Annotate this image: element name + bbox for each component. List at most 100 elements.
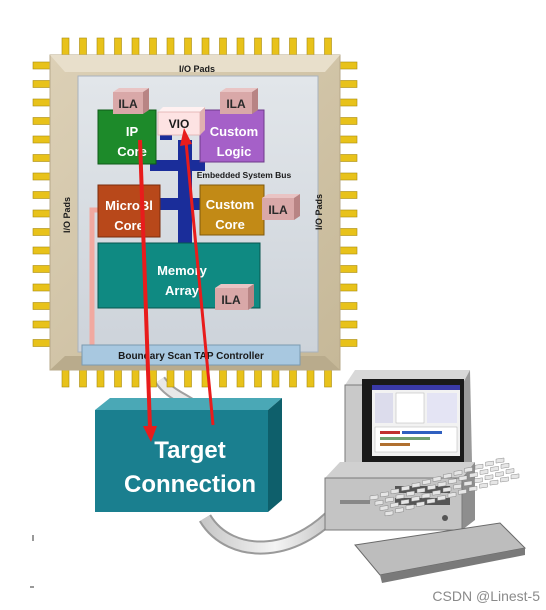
ip-core-label-line1: IP [126,124,139,139]
chip-pin [149,37,157,56]
microblaze-block [97,184,161,238]
chip-pin [96,37,105,56]
ila-label-custom-logic: ILA [226,97,246,111]
chip-pin [339,154,358,162]
chip-pin [184,369,192,388]
memory-array-label-line2: Array [165,283,200,298]
chip-pin [96,369,105,388]
chip-pin [32,209,51,218]
chip-pin [339,209,358,218]
chip-pin [61,37,70,56]
keyboard-key [432,489,441,496]
chip-pin [324,37,332,56]
keyboard-key [474,477,483,484]
keyboard-key [411,496,420,502]
keyboard-key [447,492,457,498]
keyboard-key [405,504,415,510]
tap-controller-label: Boundary Scan TAP Controller [118,351,264,362]
keyboard-key [484,474,494,481]
keyboard-key [458,489,467,495]
chip-pin [149,369,157,388]
ila-block-memory [215,284,254,310]
keyboard-key [442,486,452,493]
keyboard-key [427,484,436,491]
tap-controller-bar [81,344,301,366]
target-connection-box [95,398,282,512]
keyboard-key [437,495,446,501]
keyboard-key [500,476,509,483]
chip-pin [32,191,51,199]
chip-pin [339,98,358,107]
chip-pin [306,37,315,56]
keyboard-key [390,502,399,508]
chip-pin [271,369,280,388]
custom-core-label-line1: Custom [206,197,254,212]
ila-block-custom-core [262,194,300,220]
chip-pin [339,283,358,292]
chip-pin [254,369,262,388]
microblaze-label-line1: MicroBl [105,198,153,213]
chip-pin [339,339,358,347]
chip-pin [339,172,358,181]
keyboard-key [453,483,462,490]
keyboard-key [411,482,421,488]
debug-arrows [138,128,215,442]
chip-pin [289,37,297,56]
vio-label: VIO [169,117,190,131]
chip-pin [339,191,358,199]
keyboard-key [422,479,431,485]
chip-pin [32,154,51,162]
chip-pin [32,117,51,125]
target-connection-line2: Connection [124,471,256,498]
keyboard-key [385,496,394,503]
chip-pin [271,37,280,56]
host-computer-image [324,370,527,583]
left-trace [89,207,100,345]
target-connection-line1: Target [154,437,226,464]
chip-pin [32,135,51,144]
chip-pin [184,37,192,56]
ila-label-ip-core: ILA [118,97,138,111]
chip-pin [32,61,51,70]
keyboard-key [416,501,425,507]
chip-pin [79,369,87,388]
chip-pin [32,302,51,310]
keyboard-key [485,460,494,467]
custom-core-label-line2: Core [215,217,245,232]
chip-pin [339,228,358,236]
keyboard-key [432,476,442,482]
chip-pin [201,37,210,56]
chip-pin [32,283,51,292]
keyboard-key [426,498,436,504]
chip-pin [114,369,122,388]
chip-pin [166,37,175,56]
keyboard-key [395,493,405,500]
io-pads-right-label: I/O Pads [314,194,324,230]
keyboard-key [474,463,484,470]
custom-logic-label-line2: Logic [217,144,252,159]
chip-pin [339,61,358,70]
keyboard-key [374,499,384,506]
chip-pin [339,246,358,255]
io-pads-top-label: I/O Pads [179,64,215,74]
ila-block-ip-core [113,88,149,114]
keyboard-key [400,499,410,505]
chip-pin [254,37,262,56]
ila-block-custom-logic [220,88,258,114]
chip-pin [32,339,51,347]
keyboard-key [458,475,468,481]
keyboard-key [510,473,520,480]
keyboard-key [395,507,404,514]
chip-pin [339,265,358,273]
keyboard-key [379,505,389,511]
page-mark [30,586,34,588]
keyboard-key [406,490,415,497]
keyboard-key [489,479,499,486]
keyboard-key [453,470,463,476]
watermark: CSDN @Linest-5 [432,588,540,604]
chip-pin [339,80,358,88]
chip-pin [131,369,140,388]
keyboard-key [443,473,452,479]
chip-pin [219,37,227,56]
